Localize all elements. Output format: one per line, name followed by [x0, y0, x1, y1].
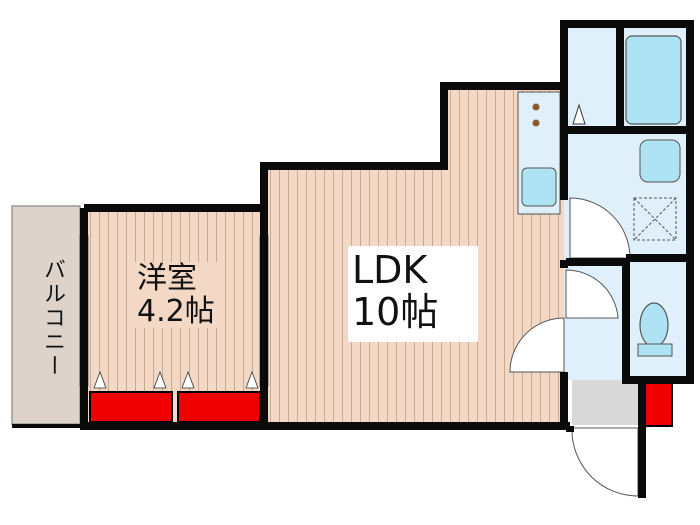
sink-icon — [521, 167, 557, 207]
balcony-area — [11, 205, 81, 425]
closet-door-icon — [153, 370, 167, 389]
stove-burner-icon — [532, 103, 540, 111]
ldk-size: 10帖 — [352, 289, 439, 334]
closet-door-icon — [93, 370, 107, 389]
balcony-label: バルコニー — [40, 258, 65, 378]
stove-burner-icon — [532, 119, 540, 127]
ldk-label: LDK 10帖 — [348, 246, 479, 342]
shoe-storage — [641, 381, 673, 427]
closet-left — [89, 391, 173, 423]
toilet-door-icon — [565, 269, 619, 319]
toilet-tank-icon — [637, 343, 673, 357]
closet-door-icon — [245, 370, 259, 389]
entrance-floor — [572, 380, 642, 425]
toilet-icon — [639, 302, 669, 348]
bathtub-icon — [625, 35, 682, 125]
walls — [80, 20, 694, 498]
washbasin-icon — [639, 139, 681, 183]
closet-door-icon — [181, 370, 195, 389]
western-room-size: 4.2帖 — [137, 294, 215, 329]
ldk-door-icon — [509, 317, 565, 373]
faucet-icon — [572, 103, 586, 125]
ldk-name: LDK — [352, 248, 428, 292]
western-room-name: 洋室 — [137, 261, 197, 296]
washer-space-icon — [633, 197, 677, 241]
closet-right — [177, 391, 261, 423]
entrance-door-icon — [571, 427, 639, 497]
western-room-label: 洋室 4.2帖 — [134, 262, 218, 328]
